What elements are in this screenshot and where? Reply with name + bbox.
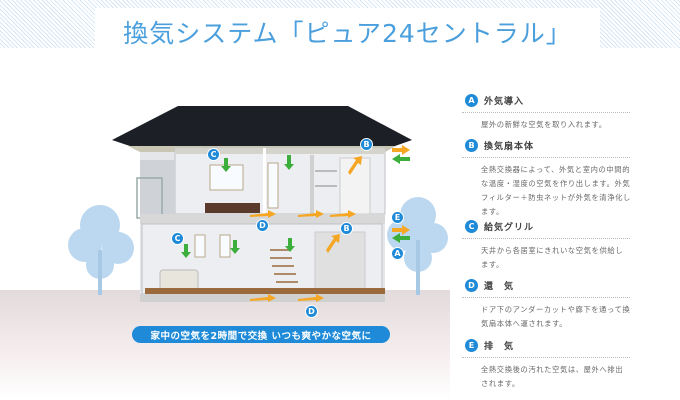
legend-desc: 全熱交換器によって、外気と室内の中間的な温度・湿度の空気を作り出します。外気フィ… [481,165,631,216]
marker-d-lower: D [305,305,318,318]
legend-item-e: E 排 気 全熱交換後の汚れた空気は、屋外へ排出されます。 [462,337,635,391]
divider [462,157,630,158]
divider [462,112,630,113]
badge-b: B [465,138,478,152]
ground [0,290,450,400]
legend-heading: 換気扇本体 [484,141,535,152]
tree-right [387,197,448,295]
legend-heading: 還 気 [484,281,515,292]
page-title: 換気システム「ピュア24セントラル」 [123,19,572,48]
badge-a: A [465,93,478,107]
legend-desc: 全熱交換後の汚れた空気は、屋外へ排出されます。 [481,365,624,388]
legend-heading: 給気グリル [484,222,535,233]
marker-d-upper: D [256,219,269,232]
roof [112,106,412,146]
divider [462,297,630,298]
house-cutaway-illustration [68,106,448,302]
legend-desc: 天井から各居室にきれいな空気を供給します。 [481,246,624,269]
green-supply-arrows [181,154,410,258]
tree-left [68,205,134,295]
marker-c-lower: C [171,232,184,245]
legend-item-d: D 還 気 ドア下のアンダーカットや廊下を通って換気扇本体へ運されます。 [462,277,635,331]
legend-item-c: C 給気グリル 天井から各居室にきれいな空気を供給します。 [462,218,635,272]
legend-desc: 屋外の新鮮な空気を取り入れます。 [481,120,607,129]
marker-c-upper: C [207,148,220,161]
legend-heading: 排 気 [484,341,515,352]
title-box: 換気システム「ピュア24セントラル」 [95,8,600,56]
legend-heading: 外気導入 [484,96,525,107]
legend-item-b: B 換気扇本体 全熱交換器によって、外気と室内の中間的な温度・湿度の空気を作り出し… [462,137,635,219]
orange-flow-arrows [250,145,410,302]
badge-e: E [465,338,478,352]
slogan-banner: 家中の空気を2時間で交換 いつも爽やかな空気に [132,326,390,343]
legend-item-a: A 外気導入 屋外の新鮮な空気を取り入れます。 [462,92,635,132]
marker-b-lower: B [340,222,353,235]
marker-b-upper: B [360,138,373,151]
divider [462,357,630,358]
badge-c: C [465,219,478,233]
badge-d: D [465,278,478,292]
legend-desc: ドア下のアンダーカットや廊下を通って換気扇本体へ運されます。 [481,305,631,328]
marker-a: A [391,247,404,260]
divider [462,238,630,239]
stairs [270,249,298,283]
marker-e: E [391,211,404,224]
